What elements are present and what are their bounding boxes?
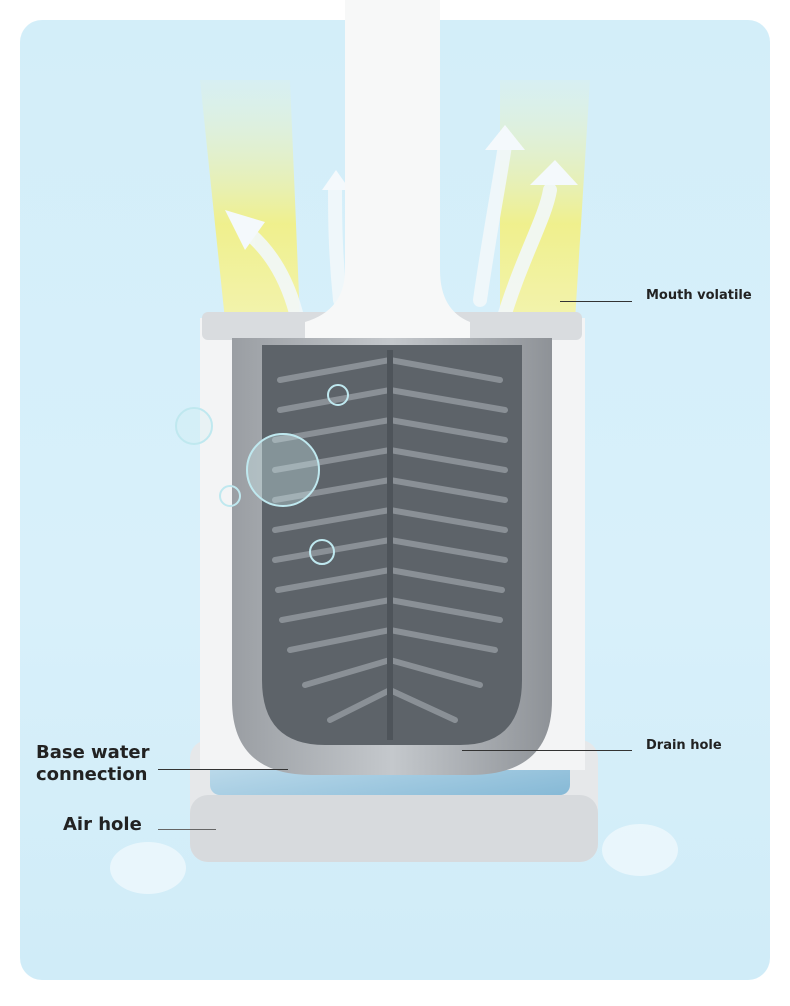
mouth-volatile-leader-line — [560, 301, 632, 302]
base-water-connection-leader-line — [158, 769, 288, 770]
brush-handle — [305, 0, 470, 338]
drain-hole-leader-line — [462, 750, 632, 751]
air-hole-label: Air hole — [63, 814, 142, 835]
base-water-connection-line2: connection — [36, 764, 148, 785]
base-water-connection-label: Base water connection — [36, 742, 150, 786]
bubbles — [175, 384, 349, 565]
drain-hole-label: Drain hole — [646, 738, 722, 753]
bristles — [272, 357, 508, 723]
base-water-connection-line1: Base water — [36, 742, 150, 763]
air-hole-leader-line — [158, 829, 216, 830]
mouth-volatile-label: Mouth volatile — [646, 288, 752, 303]
